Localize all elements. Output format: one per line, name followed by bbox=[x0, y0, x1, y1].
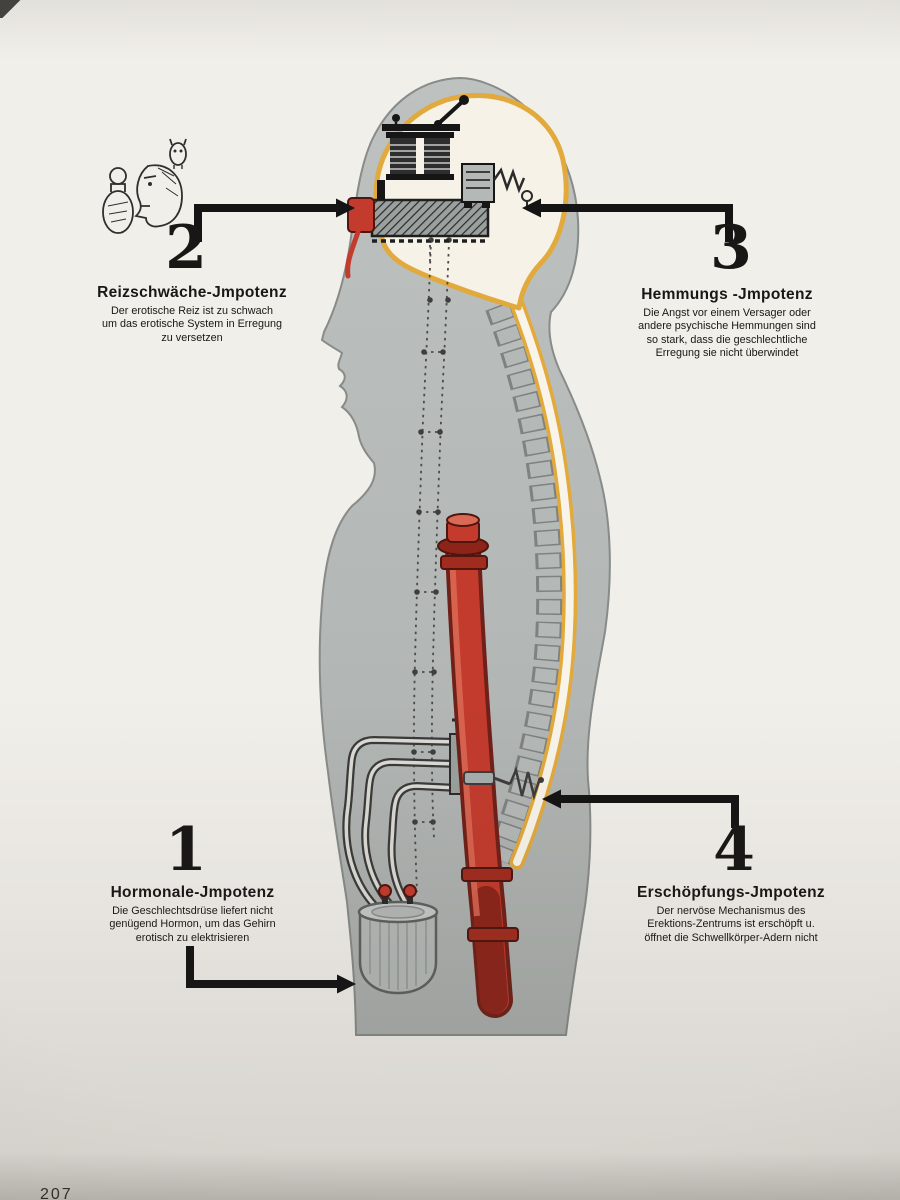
arrow-2 bbox=[194, 198, 355, 242]
owl-icon bbox=[169, 138, 187, 169]
weak-stimulus-sketch bbox=[102, 138, 187, 234]
label-1-description: Die Geschlechtsdrüse liefert nicht genüg… bbox=[109, 905, 276, 944]
label-reizschwaeche: Reizschwäche-Jmpotenz Der erotische Reiz… bbox=[92, 284, 292, 345]
brain-machinery bbox=[345, 95, 533, 279]
label-hormonale: Hormonale-Jmpotenz Die Geschlechtsdrüse … bbox=[90, 884, 295, 945]
label-4-title: Erschöpfungs-Jmpotenz bbox=[636, 884, 825, 901]
induction-coils bbox=[377, 124, 460, 200]
erectile-pipe bbox=[437, 513, 519, 1018]
label-1-title: Hormonale-Jmpotenz bbox=[110, 884, 275, 901]
label-3-title: Hemmungs -Jmpotenz bbox=[641, 286, 813, 303]
label-hemmungs: Hemmungs -Jmpotenz Die Angst vor einem V… bbox=[622, 286, 832, 361]
callout-arrows bbox=[186, 198, 739, 994]
label-erschoepfungs: Erschöpfungs-Jmpotenz Der nervöse Mechan… bbox=[626, 884, 836, 945]
label-3-number: 3 bbox=[710, 213, 752, 283]
arrow-1 bbox=[186, 946, 356, 994]
arrow-4 bbox=[542, 789, 739, 828]
photo-corner bbox=[0, 0, 30, 18]
hormone-gland-tank bbox=[357, 884, 439, 995]
bottle-icon bbox=[102, 167, 134, 234]
label-2-number: 2 bbox=[165, 213, 207, 283]
front-nozzle bbox=[345, 197, 375, 279]
man-face-icon bbox=[134, 164, 183, 228]
inhibition-spring bbox=[461, 163, 533, 210]
page-number: 207 bbox=[40, 1186, 73, 1200]
label-2-description: Der erotische Reiz ist zu schwach um das… bbox=[101, 305, 283, 344]
label-1-number: 1 bbox=[165, 815, 207, 885]
spinal-column bbox=[485, 296, 578, 870]
arrow-3 bbox=[522, 198, 733, 242]
nerve-pathways bbox=[411, 237, 452, 893]
gland-tubes bbox=[342, 718, 473, 913]
exhaustion-spring bbox=[463, 765, 544, 801]
switch-lever-icon bbox=[392, 95, 469, 128]
label-4-number: 4 bbox=[713, 815, 755, 885]
label-4-description: Der nervöse Mechanismus des Erektions-Ze… bbox=[644, 905, 818, 944]
label-3-description: Die Angst vor einem Versager oder andere… bbox=[638, 307, 816, 360]
label-2-title: Reizschwäche-Jmpotenz bbox=[97, 284, 287, 301]
